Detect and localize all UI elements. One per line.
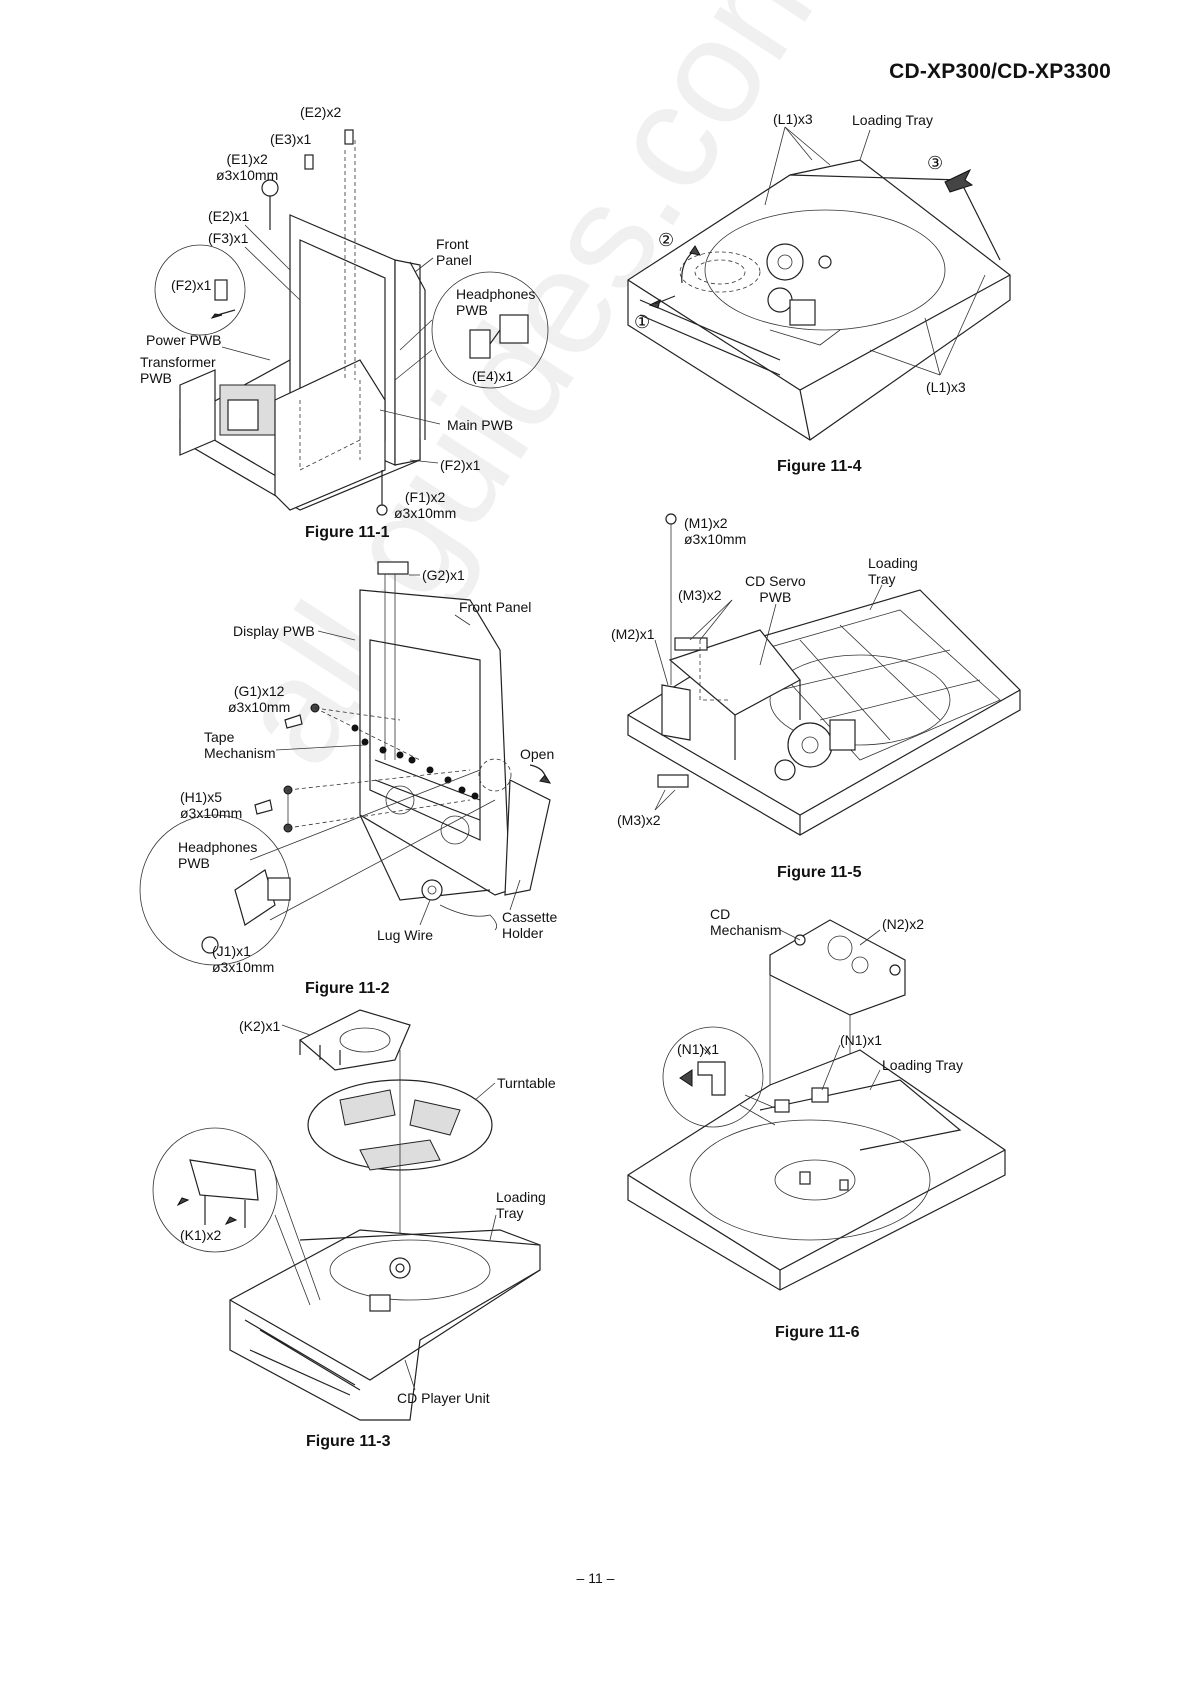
- page-header-model: CD-XP300/CD-XP3300: [889, 60, 1111, 83]
- label-front-panel-2: Front Panel: [459, 599, 532, 615]
- label-tape-mechanism: Tape Mechanism: [204, 729, 276, 761]
- label-step-2: ②: [658, 230, 675, 250]
- label-loading-tray-4: Loading Tray: [852, 112, 933, 128]
- label-power-pwb: Power PWB: [146, 332, 222, 348]
- label-m3x2-bottom: (M3)x2: [617, 812, 661, 828]
- figure-11-4: (L1)x3 Loading Tray ③ ② ① (L1)x3 Figure …: [0, 0, 1191, 490]
- label-cd-mechanism: CD Mechanism: [710, 906, 782, 938]
- figure-11-3: (K2)x1 Turntable Loading Tray (K1)x2 CD …: [0, 0, 600, 1460]
- figure-11-2-drawing: [139, 561, 552, 966]
- label-j1x1: (J1)x1 ø3x10mm: [212, 943, 275, 975]
- label-f1x2: (F1)x2 ø3x10mm: [394, 489, 457, 521]
- label-e2x1: (E2)x1: [208, 208, 250, 224]
- label-step-3: ③: [927, 153, 944, 173]
- caption-figure-11-1: Figure 11-1: [305, 524, 390, 541]
- label-n1x1-right: (N1)x1: [840, 1032, 883, 1048]
- label-loading-tray-3: Loading Tray: [496, 1189, 546, 1221]
- label-f3x1: (F3)x1: [208, 230, 249, 246]
- figure-11-6-drawing: [627, 919, 1006, 1291]
- label-main-pwb: Main PWB: [447, 417, 514, 433]
- caption-figure-11-6: Figure 11-6: [775, 1324, 860, 1341]
- figure-11-6: CD Mechanism (N2)x2 (N1)x1 (N1)x1 Loadin…: [627, 906, 1006, 1341]
- label-front-panel: Front Panel: [436, 236, 472, 268]
- label-k1x2: (K1)x2: [180, 1227, 222, 1243]
- figure-11-3-drawing: [152, 1009, 541, 1421]
- label-m3x2-top: (M3)x2: [678, 587, 722, 603]
- label-e1x2: (E1)x2 ø3x10mm: [216, 151, 279, 183]
- label-l1x3-bottom: (L1)x3: [926, 379, 966, 395]
- label-n1x1-left: (N1)x1: [677, 1041, 720, 1057]
- label-step-1: ①: [634, 312, 651, 332]
- label-loading-tray-5: Loading Tray: [868, 555, 918, 587]
- page-number: – 11 –: [576, 1570, 615, 1586]
- label-n2x2: (N2)x2: [882, 916, 925, 932]
- label-cassette-holder: Cassette Holder: [502, 909, 558, 941]
- label-cd-player-unit: CD Player Unit: [397, 1390, 490, 1406]
- label-loading-tray-6: Loading Tray: [882, 1057, 963, 1073]
- label-h1x5: (H1)x5 ø3x10mm: [180, 789, 243, 821]
- caption-figure-11-3: Figure 11-3: [306, 1433, 391, 1450]
- caption-figure-11-5: Figure 11-5: [777, 864, 862, 881]
- figure-11-1-drawing: [154, 129, 549, 516]
- figure-11-4-drawing: [627, 126, 1011, 441]
- label-e4x1: (E4)x1: [472, 368, 514, 384]
- label-cd-servo-pwb: CD Servo PWB: [745, 573, 806, 605]
- label-headphones-pwb-2: Headphones PWB: [178, 839, 258, 871]
- label-m1x2: (M1)x2 ø3x10mm: [684, 515, 747, 547]
- label-f2x1-bottom: (F2)x1: [440, 457, 481, 473]
- caption-figure-11-2: Figure 11-2: [305, 980, 390, 997]
- caption-figure-11-4: Figure 11-4: [777, 458, 862, 475]
- label-g2x1: (G2)x1: [422, 567, 465, 583]
- label-turntable: Turntable: [497, 1075, 556, 1091]
- label-e2x2: (E2)x2: [300, 104, 342, 120]
- label-display-pwb: Display PWB: [233, 623, 315, 639]
- label-e3x1: (E3)x1: [270, 131, 312, 147]
- label-headphones-pwb: Headphones PWB: [456, 286, 536, 318]
- figure-11-2: (G2)x1 Front Panel Display PWB (G1)x12 ø…: [0, 0, 600, 1010]
- label-g1x12: (G1)x12 ø3x10mm: [228, 683, 291, 715]
- figure-11-5: (M1)x2 ø3x10mm Loading Tray CD Servo PWB…: [611, 513, 1021, 881]
- label-open: Open: [520, 746, 555, 762]
- label-l1x3-top: (L1)x3: [773, 111, 813, 127]
- figure-11-5-drawing: [627, 513, 1021, 836]
- figure-11-1: (E2)x2 (E3)x1 (E1)x2 ø3x10mm (E2)x1 (F3)…: [0, 0, 600, 560]
- label-lug-wire: Lug Wire: [377, 927, 434, 943]
- label-f2x1-top: (F2)x1: [171, 277, 212, 293]
- label-k2x1: (K2)x1: [239, 1018, 281, 1034]
- label-transformer-pwb: Transformer PWB: [140, 354, 216, 386]
- label-m2x1: (M2)x1: [611, 626, 655, 642]
